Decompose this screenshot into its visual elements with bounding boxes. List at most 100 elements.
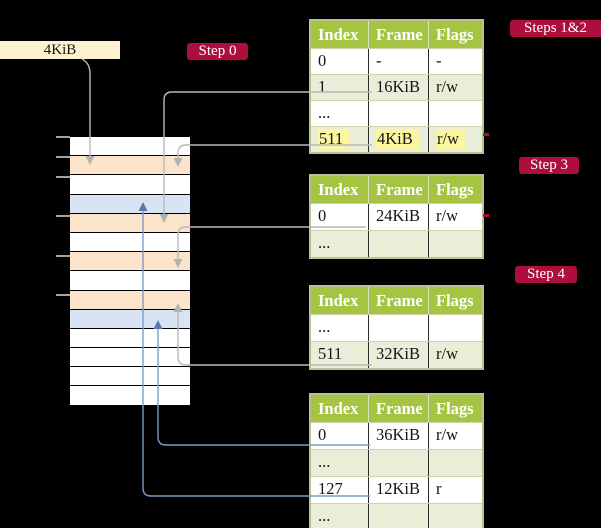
memory-frame-row	[70, 348, 190, 368]
cell-index: 0	[311, 204, 368, 230]
cell-index: ...	[311, 101, 368, 126]
cell-text: 1	[318, 77, 327, 96]
cell-text: -	[376, 51, 382, 70]
cell-flags: r/w	[428, 127, 482, 152]
table-header-row: Index Frame Flags	[311, 176, 482, 203]
cell-frame: 24KiB	[368, 204, 428, 230]
table-row: 0 - -	[311, 48, 482, 74]
column-header-index: Index	[318, 24, 359, 44]
cell-text: ...	[318, 506, 331, 525]
column-header-frame: Frame	[368, 21, 428, 48]
cell-text: 0	[318, 51, 327, 70]
cell-index: 0	[311, 49, 368, 74]
page-table-leaf: Index Frame Flags 0 36KiB r/w ... 127 12…	[309, 393, 484, 528]
memory-frame-row	[70, 271, 190, 291]
cell-text: 36KiB	[376, 425, 421, 444]
cell-flags: r/w	[428, 75, 482, 100]
cell-frame	[368, 504, 428, 528]
table-row: 511 32KiB r/w	[311, 341, 482, 368]
memory-frame-row	[70, 232, 190, 253]
page-table-step3: Index Frame Flags 0 24KiB r/w ...	[309, 174, 484, 259]
memory-frame-row	[70, 194, 190, 214]
table-row: 0 36KiB r/w	[311, 422, 482, 449]
column-header-frame: Frame	[368, 287, 428, 314]
cell-index: 0	[311, 423, 368, 449]
page-size-label: 4KiB	[43, 42, 77, 58]
step-0-badge: Step 0	[187, 43, 248, 60]
cell-index: ...	[311, 315, 368, 341]
cell-text: 4KiB	[376, 129, 419, 149]
table-row: 1 16KiB r/w	[311, 74, 482, 100]
memory-frame-row	[70, 156, 190, 176]
cell-text: 0	[318, 206, 327, 225]
cell-flags	[428, 450, 482, 476]
cell-text: 16KiB	[376, 77, 421, 96]
address-tick	[56, 294, 70, 296]
memory-frame-row	[70, 367, 190, 387]
cell-text: r/w	[436, 425, 458, 444]
cell-flags: -	[428, 49, 482, 74]
steps-1-2-badge: Steps 1&2	[510, 20, 601, 37]
cell-flags: r	[428, 477, 482, 503]
cell-text: r	[436, 479, 442, 498]
cell-frame: 16KiB	[368, 75, 428, 100]
cell-text: -	[436, 51, 442, 70]
memory-frame-row	[70, 290, 190, 310]
column-header-frame: Frame	[368, 395, 428, 422]
cell-index: 511	[311, 127, 368, 152]
column-header-flags: Flags	[428, 287, 482, 314]
table-row: ...	[311, 230, 482, 257]
address-tick	[56, 255, 70, 257]
cell-frame: 4KiB	[368, 127, 428, 152]
step-4-badge: Step 4	[515, 266, 577, 283]
cell-flags	[428, 101, 482, 126]
cell-text: r/w	[436, 77, 458, 96]
cell-frame	[368, 450, 428, 476]
cell-frame	[368, 315, 428, 341]
cell-text: 0	[318, 425, 327, 444]
table-row: 127 12KiB r	[311, 476, 482, 503]
table-row: ...	[311, 100, 482, 126]
cell-flags	[428, 231, 482, 257]
cell-flags: r/w	[428, 423, 482, 449]
cell-frame: 32KiB	[368, 342, 428, 368]
cell-text: ...	[318, 103, 331, 122]
address-tick	[56, 156, 70, 158]
column-header-flags: Flags	[428, 21, 482, 48]
cell-index: 511	[311, 342, 368, 368]
cell-text: 511	[318, 129, 350, 149]
column-header-index: Index	[318, 290, 359, 310]
step-3-badge: Step 3	[519, 157, 579, 174]
table-header-row: Index Frame Flags	[311, 287, 482, 314]
cell-text: ...	[318, 452, 331, 471]
memory-frame-row	[70, 213, 190, 233]
memory-frame-row	[70, 137, 190, 157]
cell-flags: r/w	[428, 204, 482, 230]
memory-frame-row	[70, 328, 190, 349]
column-header-index: Index	[318, 398, 359, 418]
address-tick	[56, 176, 70, 178]
page-size-box: 4KiB	[0, 41, 120, 59]
memory-frame-row	[70, 252, 190, 272]
cell-frame	[368, 101, 428, 126]
column-header-flags: Flags	[428, 176, 482, 203]
cell-index: 127	[311, 477, 368, 503]
cell-text: ...	[318, 317, 331, 336]
column-header-flags: Flags	[428, 395, 482, 422]
table-header-row: Index Frame Flags	[311, 21, 482, 48]
memory-frame-row	[70, 309, 190, 329]
table-row: ...	[311, 503, 482, 528]
cell-frame: -	[368, 49, 428, 74]
cell-index: 1	[311, 75, 368, 100]
cell-flags	[428, 504, 482, 528]
cell-flags	[428, 315, 482, 341]
cell-text: 12KiB	[376, 479, 421, 498]
column-header-index: Index	[318, 179, 359, 199]
table-row: 0 24KiB r/w	[311, 203, 482, 230]
page-table-steps12: Index Frame Flags 0 - - 1 16KiB r/w ... …	[309, 19, 484, 154]
cell-index: ...	[311, 504, 368, 528]
cell-text: ...	[318, 233, 331, 252]
address-tick	[56, 136, 70, 138]
memory-frame-row	[70, 175, 190, 195]
